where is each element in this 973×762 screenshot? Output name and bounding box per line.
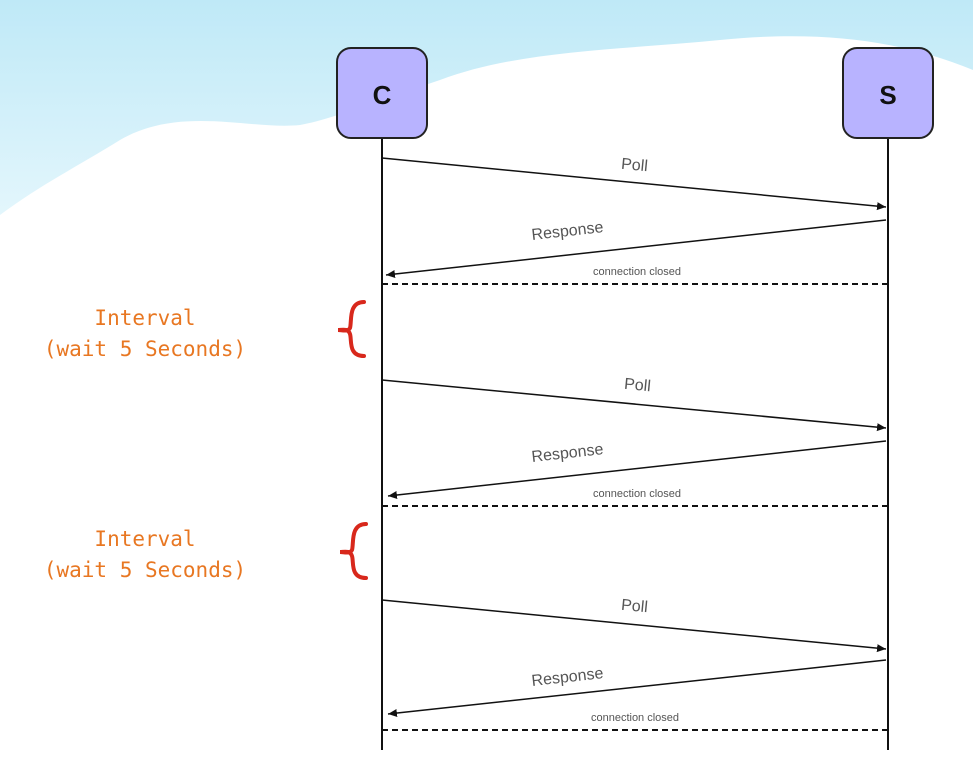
interval-subtitle: (wait 5 Seconds): [44, 558, 246, 582]
poll-label: Poll: [623, 376, 651, 395]
connection-closed-label: connection closed: [593, 488, 681, 500]
poll-arrow: [381, 157, 887, 211]
connection-closed-label: connection closed: [591, 712, 679, 724]
response-arrow: [387, 659, 887, 718]
interval-title: Interval: [94, 306, 195, 330]
interval-2: Interval (wait 5 Seconds): [44, 522, 368, 582]
server-participant: S: [842, 47, 934, 139]
response-arrow: [387, 440, 887, 499]
interval-subtitle: (wait 5 Seconds): [44, 337, 246, 361]
server-label: S: [879, 80, 896, 110]
interval-brace: [337, 300, 366, 358]
interval-brace: [339, 522, 368, 580]
response-arrow: [385, 219, 887, 278]
poll-round-2: Poll Response connection closed: [381, 376, 888, 507]
poll-round-1: Poll Response connection closed: [381, 156, 888, 285]
sky-background: [0, 0, 973, 215]
client-participant: C: [336, 47, 428, 139]
connection-closed-label: connection closed: [593, 266, 681, 278]
server-box: [842, 47, 934, 139]
poll-arrow: [381, 379, 887, 432]
client-label: C: [373, 80, 392, 110]
poll-label: Poll: [620, 156, 648, 175]
client-box: [336, 47, 428, 139]
interval-1: Interval (wait 5 Seconds): [44, 300, 366, 361]
poll-arrow: [381, 599, 887, 653]
interval-title: Interval: [94, 527, 195, 551]
poll-label: Poll: [620, 597, 648, 616]
